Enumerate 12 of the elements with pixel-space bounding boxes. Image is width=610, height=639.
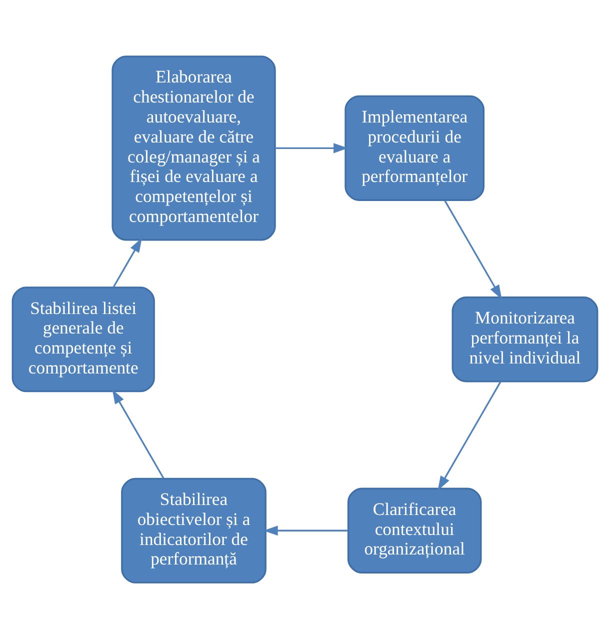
node-box: Implementarea procedurii de evaluare a performanțelor [344, 95, 484, 201]
node-box: Stabilirea listei generale de competențe și comportamente [12, 286, 155, 392]
node-box: Stabilirea obiectivelor și a indicatorilor de performanță [121, 478, 266, 584]
arrow [444, 200, 502, 300]
arrow [275, 143, 348, 154]
arrow [112, 238, 142, 288]
node-box: Clarificarea contextului organizațional [347, 488, 482, 574]
arrow [438, 381, 502, 490]
arrow [112, 389, 164, 479]
node-box: Monitorizarea performanței la nivel individual [452, 296, 598, 382]
arrow [263, 526, 348, 536]
node-box: Elaborarea chestionarelor de autoevaluare, evaluare de către coleg/manager și a fișei de evaluare a competențelor și comportamentelor [112, 56, 276, 241]
